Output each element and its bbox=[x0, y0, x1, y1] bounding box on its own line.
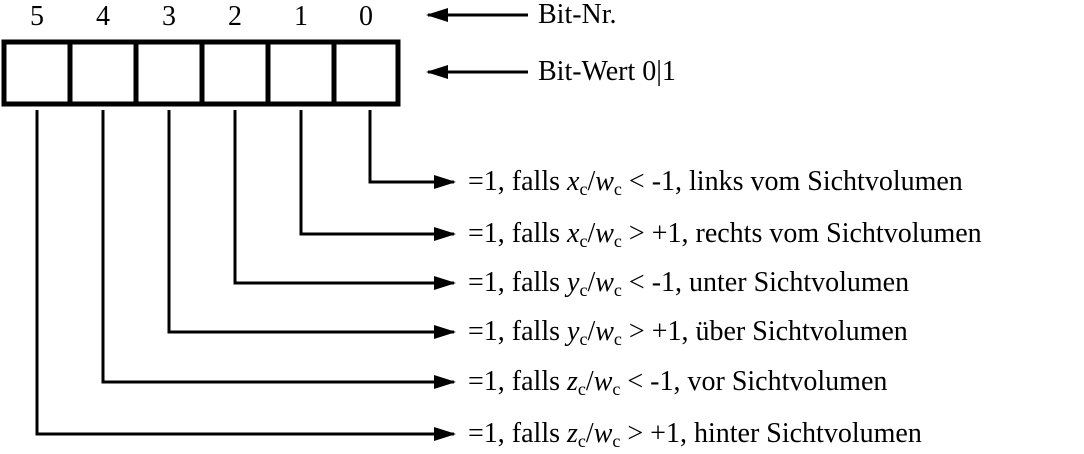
bit-cell-1 bbox=[265, 39, 337, 107]
condition-bit-3: =1, falls yc/wc > +1, über Sichtvolumen bbox=[468, 316, 908, 349]
bit-register bbox=[1, 39, 401, 107]
bit-number-4: 4 bbox=[96, 1, 110, 32]
bit-number-5: 5 bbox=[30, 1, 44, 32]
bit-number-3: 3 bbox=[162, 1, 176, 32]
connector-bit-4 bbox=[101, 110, 456, 389]
condition-bit-4: =1, falls zc/wc < -1, vor Sichtvolumen bbox=[468, 366, 888, 399]
connector-bit-5 bbox=[35, 110, 456, 441]
connector-bit-1 bbox=[299, 110, 456, 241]
bit-cell-5 bbox=[1, 39, 73, 107]
connector-bit-0 bbox=[368, 110, 456, 189]
bit-cell-0 bbox=[331, 39, 401, 107]
bit-cell-4 bbox=[67, 39, 139, 107]
bit-number-1: 1 bbox=[294, 1, 308, 32]
bit-cell-3 bbox=[133, 39, 205, 107]
bit-cell-2 bbox=[199, 39, 271, 107]
bit-number-2: 2 bbox=[228, 1, 242, 32]
condition-bit-5: =1, falls zc/wc > +1, hinter Sichtvolume… bbox=[468, 418, 922, 451]
condition-bit-1: =1, falls xc/wc > +1, rechts vom Sichtvo… bbox=[468, 218, 982, 251]
condition-bit-0: =1, falls xc/wc < -1, links vom Sichtvol… bbox=[468, 166, 963, 199]
connector-bit-2 bbox=[233, 110, 456, 290]
bit-wert-label: Bit-Wert 0|1 bbox=[538, 56, 676, 87]
connector-bit-3 bbox=[167, 110, 456, 339]
bit-number-0: 0 bbox=[359, 1, 373, 32]
condition-bit-2: =1, falls yc/wc < -1, unter Sichtvolumen bbox=[468, 267, 910, 300]
bit-nr-label: Bit-Nr. bbox=[538, 0, 617, 30]
